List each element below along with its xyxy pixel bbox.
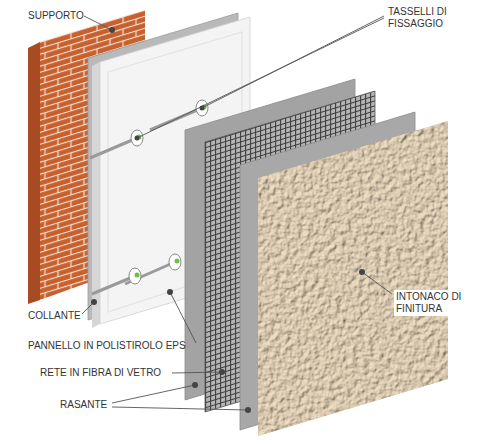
part-label: COLLANTE <box>28 310 81 322</box>
brick-side <box>28 42 40 304</box>
part-label: INTONACO DI FINITURA <box>394 290 484 316</box>
eps-side <box>92 62 100 328</box>
part-label: RASANTE <box>60 399 107 411</box>
part-label: SUPPORTO <box>28 10 84 22</box>
finish-plaster <box>258 121 448 436</box>
part-label: PANNELLO IN POLISTIROLO EPS <box>28 340 186 352</box>
plaster-texture <box>258 121 448 436</box>
leader-dots <box>91 27 365 413</box>
part-label: TASSELLI DI FISSAGGIO <box>388 6 470 30</box>
part-label: RETE IN FIBRA DI VETRO <box>40 367 161 379</box>
